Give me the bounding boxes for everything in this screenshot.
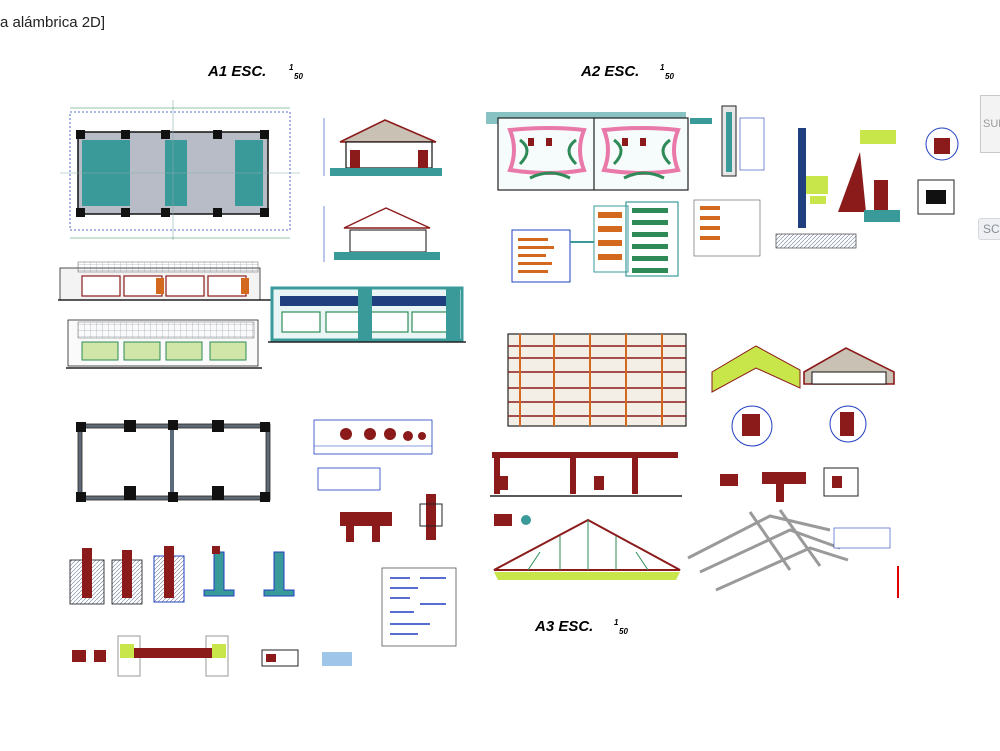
- sheet-a2-scale-den: 50: [665, 72, 674, 81]
- viewcube-label[interactable]: SUR: [983, 118, 1000, 130]
- a2-3d-frame: [687, 509, 899, 598]
- sheet-a1-scale-num: 1: [289, 63, 294, 72]
- a1-elevation-1: [58, 261, 272, 301]
- sheet-a3-scale-num: 1: [614, 618, 619, 627]
- a1-elevation-2: [66, 319, 262, 369]
- viewport-label[interactable]: a alámbrica 2D]: [0, 14, 106, 31]
- a2-long-section: [490, 452, 859, 526]
- sheet-a3: A3 ESC. 1 50: [534, 618, 628, 636]
- a2-wall-details: [721, 105, 959, 249]
- a1-long-elevation: [268, 286, 466, 343]
- sheet-a2: A2 ESC. 1 50: [486, 63, 959, 598]
- a2-site-plan: [486, 112, 712, 191]
- a2-flow-diagram: [511, 199, 761, 283]
- wcs-menu-button[interactable]: SC: [978, 218, 1000, 240]
- a1-section-gable: [323, 118, 442, 176]
- sheet-a3-scale-den: 50: [619, 627, 628, 636]
- sheet-a2-title: A2 ESC.: [580, 63, 639, 80]
- a1-foundation-plan: [76, 420, 271, 502]
- wcs-label[interactable]: SC: [983, 222, 1000, 236]
- a2-framing-plan: [507, 333, 687, 427]
- a1-floor-plan: [60, 100, 300, 240]
- a1-bottom-details: [72, 635, 352, 677]
- sheet-a1-title: A1 ESC.: [207, 63, 266, 80]
- sheet-a1: A1 ESC. 1 50: [58, 63, 466, 677]
- a1-beam-details: [340, 494, 443, 542]
- sheet-a3-title: A3 ESC.: [534, 618, 593, 635]
- a2-truss: [493, 518, 681, 580]
- a2-roof-details: [711, 345, 895, 447]
- a1-section-truss: [323, 206, 440, 262]
- a1-spec-box: [381, 567, 457, 647]
- a1-footing-details: [69, 546, 295, 605]
- viewcube-icon[interactable]: SUR: [980, 95, 1000, 153]
- sheet-a1-scale-den: 50: [294, 72, 303, 81]
- a1-column-table: [313, 419, 433, 491]
- sheet-a2-scale-num: 1: [660, 63, 665, 72]
